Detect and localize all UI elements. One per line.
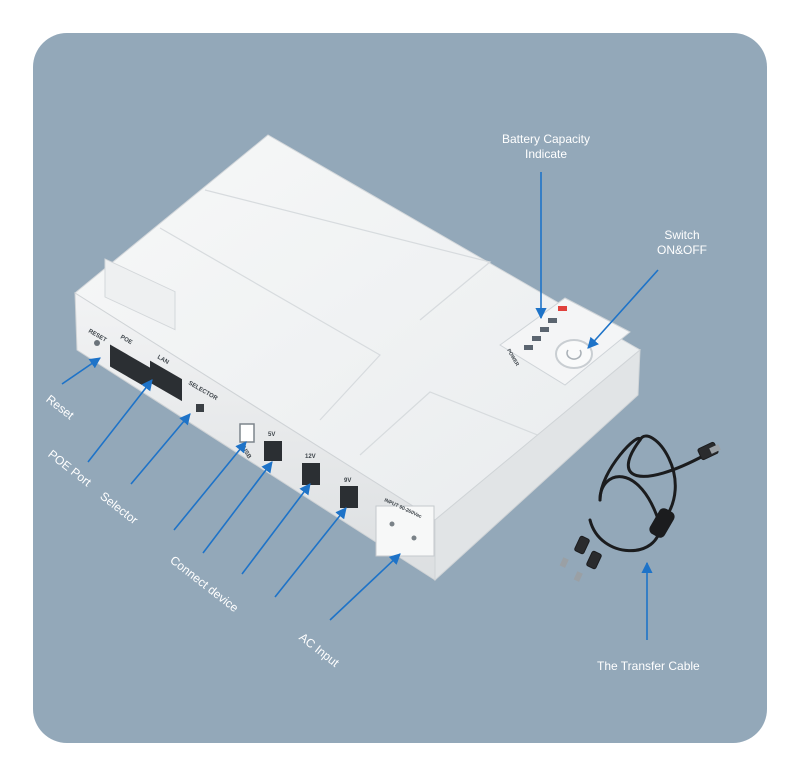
ac-pin-2 [411, 535, 417, 541]
selector-switch[interactable] [196, 404, 204, 412]
power-switch-button[interactable] [555, 339, 593, 369]
print-5v: 5V [268, 432, 275, 438]
arrow-ac [329, 553, 401, 621]
led-3 [532, 336, 541, 341]
transfer-cable [559, 434, 721, 582]
switch-label-line-1: Switch [664, 228, 700, 242]
top-panel-line-2 [204, 189, 492, 321]
top-panel-line-1 [159, 227, 381, 421]
dc-9v-port[interactable] [340, 486, 358, 508]
led-4 [524, 345, 533, 350]
arrow-poe [87, 379, 153, 463]
print-9v: 9V [344, 478, 351, 484]
arrow-reset [61, 357, 101, 385]
reset-hole[interactable] [94, 340, 100, 346]
led-red [558, 306, 567, 311]
arrow-5v [202, 461, 273, 554]
top-label-recess [104, 258, 176, 331]
led-2 [540, 327, 549, 332]
dc-5v-port[interactable] [264, 441, 282, 461]
dc-12v-port[interactable] [302, 463, 320, 485]
switch-label: Switch ON&OFF [642, 228, 722, 258]
lan-port[interactable] [150, 360, 182, 402]
usb-port[interactable] [239, 423, 255, 443]
arrow-usb [173, 441, 247, 531]
power-icon [566, 349, 582, 360]
ac-pin-1 [389, 521, 395, 527]
print-12v: 12V [305, 454, 316, 460]
battery-capacity-label: Battery Capacity Indicate [496, 132, 596, 162]
arrow-selector [130, 413, 191, 485]
print-poe: POE [119, 335, 133, 347]
led-1 [548, 318, 557, 323]
arrow-12v [241, 483, 311, 575]
battery-leds [524, 306, 567, 350]
battery-label-line-1: Battery Capacity [501, 132, 591, 146]
print-lan: LAN [156, 355, 170, 366]
switch-label-line-2: ON&OFF [657, 243, 707, 257]
top-panel-line-3 [359, 391, 551, 456]
ac-input-socket[interactable] [375, 505, 435, 557]
arrow-switch [587, 269, 659, 349]
poe-port[interactable] [110, 344, 150, 390]
battery-label-line-2: Indicate [524, 147, 568, 161]
transfer-cable-label: The Transfer Cable [597, 659, 700, 673]
arrow-9v [274, 507, 347, 598]
